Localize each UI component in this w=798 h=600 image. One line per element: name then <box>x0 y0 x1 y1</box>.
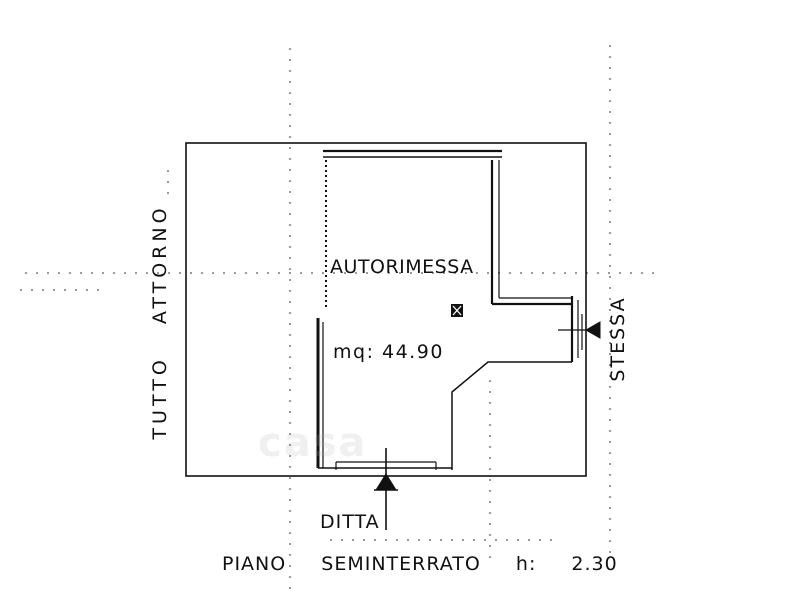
side-label-left: TUTTO ATTORNO <box>149 204 171 440</box>
bottom-label: DITTA <box>320 511 380 533</box>
right-upper-wall <box>490 160 572 306</box>
room-area-label: mq: 44.90 <box>333 341 444 363</box>
lower-left-wall <box>316 318 324 468</box>
top-wall <box>323 149 502 158</box>
watermark-logo: casa <box>258 420 368 466</box>
drain-symbol <box>451 304 463 317</box>
entrance-arrow-bottom <box>374 448 398 530</box>
entrance-arrow-right <box>584 321 601 339</box>
plot-boundary <box>185 142 587 477</box>
angled-wall <box>451 361 572 470</box>
reference-dotted-lines <box>20 45 660 590</box>
plan-title: PIANO SEMINTERRATO h: 2.30 <box>222 553 618 575</box>
side-label-right: STESSA <box>607 296 629 382</box>
room-name-label: AUTORIMESSA <box>330 256 474 278</box>
